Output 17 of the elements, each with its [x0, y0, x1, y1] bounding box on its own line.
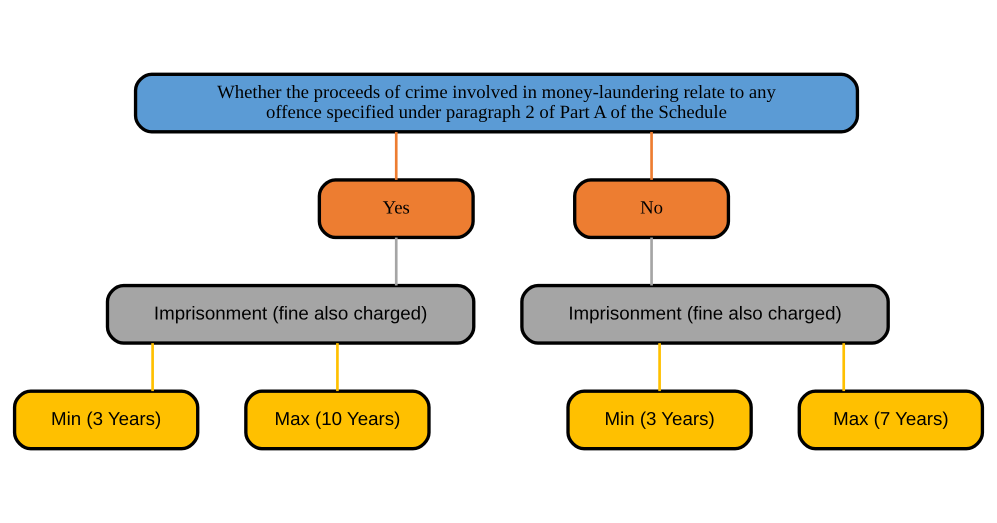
- node-box: Imprisonment (fine also charged): [106, 284, 476, 345]
- connector: [394, 238, 398, 286]
- node-box: No: [573, 178, 730, 240]
- node-box: Min (3 Years): [566, 390, 753, 450]
- node-box: Max (10 Years): [244, 390, 431, 450]
- connector: [650, 132, 653, 180]
- node-box: Yes: [318, 178, 475, 240]
- connector: [336, 343, 339, 392]
- connector: [650, 238, 653, 286]
- connector: [842, 343, 846, 392]
- connector: [658, 343, 661, 392]
- node-box: Imprisonment (fine also charged): [520, 284, 890, 345]
- connector: [151, 343, 154, 392]
- node-box: Min (3 Years): [12, 390, 200, 450]
- connector: [394, 132, 398, 180]
- node-box: Whether the proceeds of crime involved in money-laundering relate to any offence specified under paragraph 2 of Part A of the Schedule: [134, 72, 860, 134]
- node-box: Max (7 Years): [798, 390, 984, 450]
